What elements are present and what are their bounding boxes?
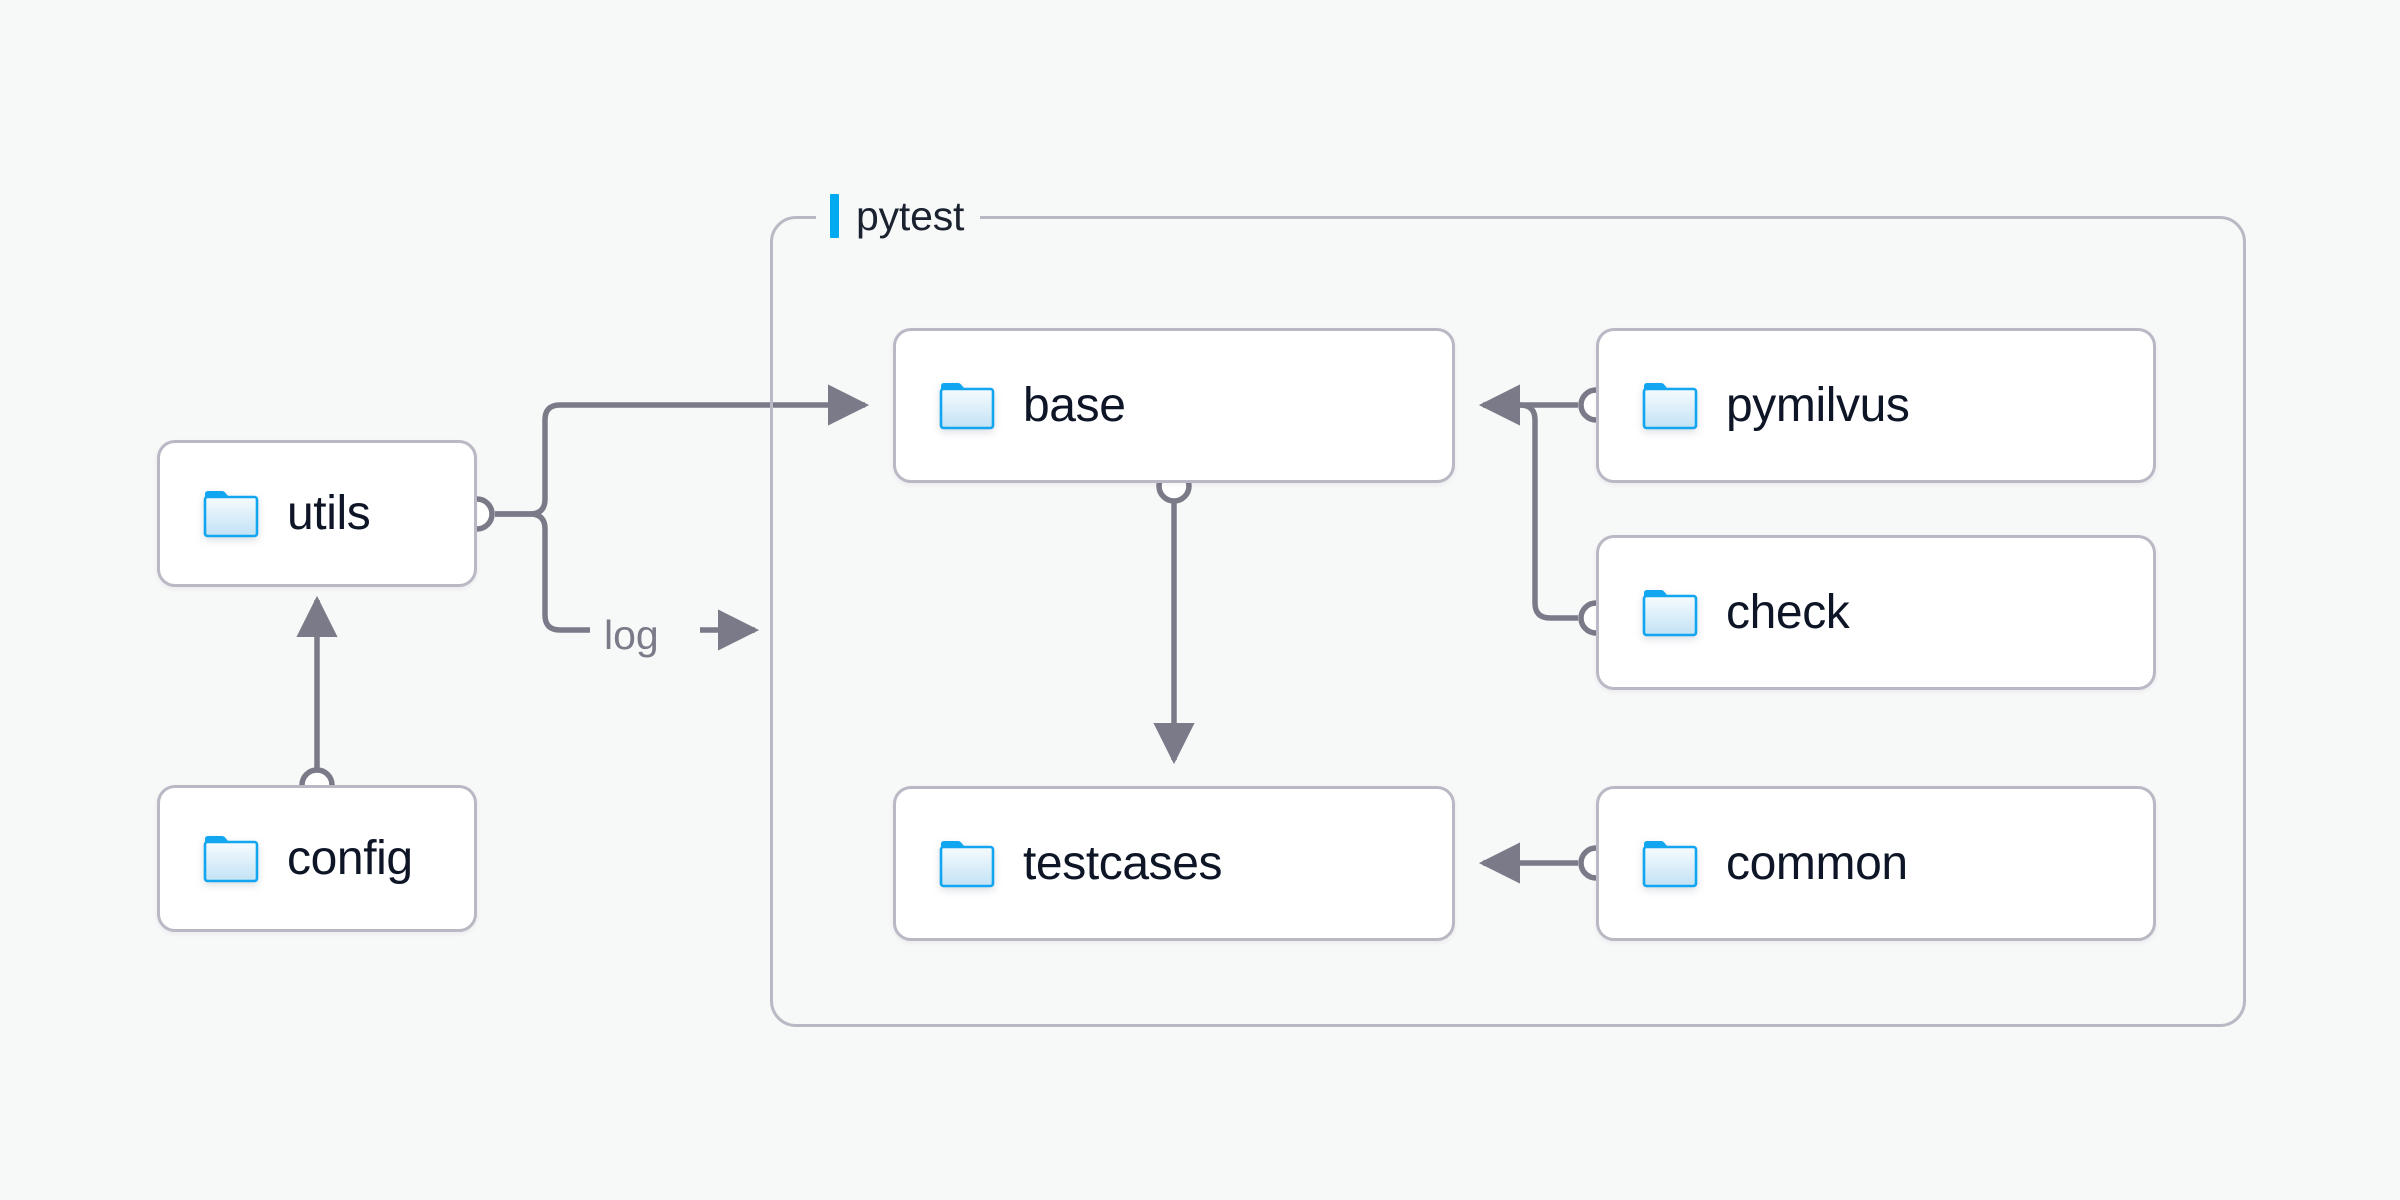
folder-icon bbox=[938, 381, 996, 431]
node-check[interactable]: check bbox=[1596, 535, 2156, 690]
node-label: config bbox=[287, 831, 413, 885]
vertical-bar-accent-icon bbox=[830, 194, 839, 238]
folder-icon bbox=[202, 489, 260, 539]
group-title: pytest bbox=[856, 192, 965, 239]
edge-utils-to-pytest-log bbox=[495, 511, 590, 633]
group-pytest[interactable] bbox=[770, 216, 2246, 1027]
folder-icon bbox=[202, 834, 260, 884]
node-label: testcases bbox=[1023, 836, 1223, 890]
node-pymilvus[interactable]: pymilvus bbox=[1596, 328, 2156, 483]
node-label: utils bbox=[287, 486, 371, 540]
folder-icon bbox=[1641, 381, 1699, 431]
node-label: check bbox=[1726, 585, 1850, 639]
folder-icon bbox=[938, 839, 996, 889]
node-label: pymilvus bbox=[1726, 378, 1910, 432]
node-base[interactable]: base bbox=[893, 328, 1455, 483]
edge-label-log: log bbox=[604, 612, 659, 658]
node-config[interactable]: config bbox=[157, 785, 477, 932]
node-label: common bbox=[1726, 836, 1908, 890]
node-testcases[interactable]: testcases bbox=[893, 786, 1455, 941]
folder-icon bbox=[1641, 839, 1699, 889]
node-utils[interactable]: utils bbox=[157, 440, 477, 587]
group-label-pytest: pytest bbox=[816, 187, 981, 245]
folder-icon bbox=[1641, 588, 1699, 638]
node-label: base bbox=[1023, 378, 1126, 432]
node-common[interactable]: common bbox=[1596, 786, 2156, 941]
